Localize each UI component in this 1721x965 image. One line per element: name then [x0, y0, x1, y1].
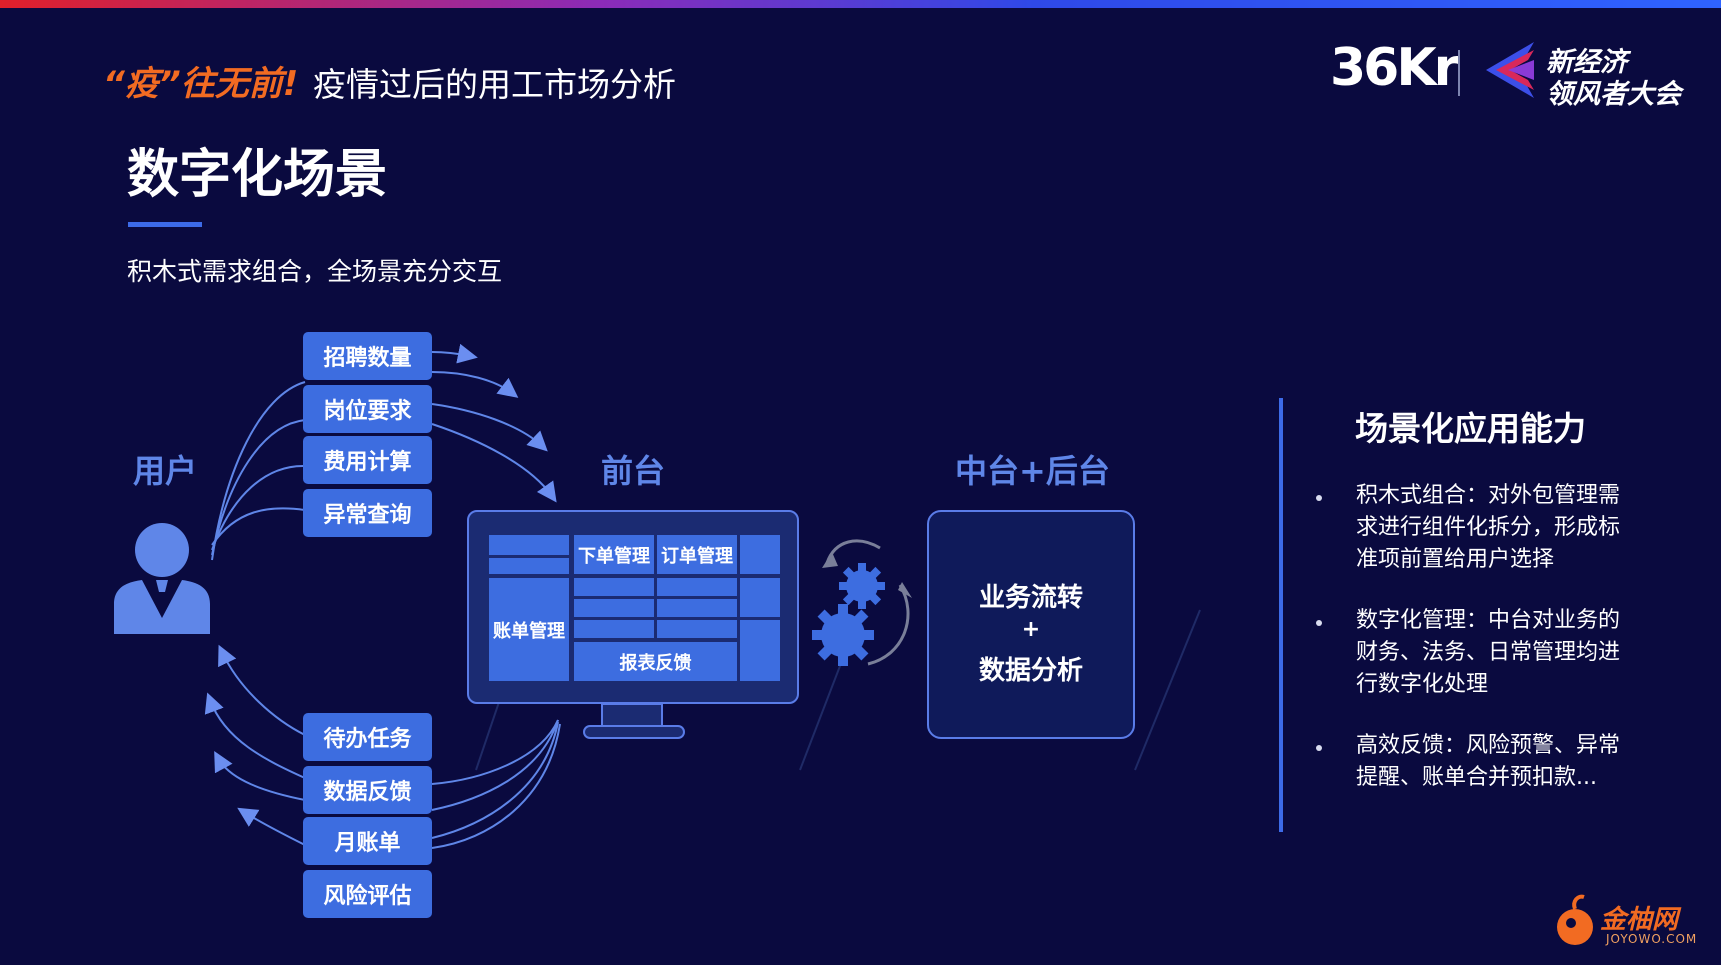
- bullet-dot: [1316, 495, 1322, 501]
- watermark-name: 金柚网: [1600, 905, 1679, 935]
- output-pill-risk-assessment: 风险评估: [303, 870, 432, 918]
- capability-item: 数字化管理：中台对业务的财务、法务、日常管理均进行数字化处理: [1356, 608, 1621, 697]
- event-logo-icon: [1486, 42, 1534, 98]
- screen-block: [574, 599, 654, 617]
- capability-item: 积木式组合：对外包管理需求进行组件化拆分，形成标准项前置给用户选择: [1356, 483, 1621, 572]
- screen-report-feedback: 报表反馈: [574, 642, 737, 681]
- screen-bill-manage: 账单管理: [489, 578, 569, 681]
- input-pill-recruit-count: 招聘数量: [303, 332, 432, 380]
- event-name-line2: 领风者大会: [1546, 79, 1681, 110]
- user-icon: [114, 523, 210, 634]
- backend-plus: +: [1021, 617, 1041, 642]
- event-name-line1: 新经济: [1546, 47, 1627, 78]
- screen-block: [489, 535, 569, 555]
- user-label: 用户: [133, 452, 198, 490]
- screen-block: [740, 578, 780, 617]
- capabilities-heading: 场景化应用能力: [1355, 409, 1586, 448]
- frontend-label: 前台: [601, 452, 666, 490]
- screen-block: [740, 620, 780, 681]
- title-underline: [128, 222, 202, 227]
- panel-divider: [1279, 398, 1283, 832]
- screen-order-manage: 下单管理: [574, 535, 654, 574]
- screen-block: [657, 620, 737, 638]
- subtitle-highlight: “疫”往无前!: [103, 64, 299, 104]
- screen-block: [740, 535, 780, 574]
- tagline: 积木式需求组合，全场景充分交互: [127, 257, 503, 286]
- capability-item: 高效反馈：风险预警、异常提醒、账单合并预扣款...: [1356, 733, 1621, 790]
- input-pill-job-requirements: 岗位要求: [303, 385, 432, 433]
- output-pill-monthly-bill: 月账单: [303, 817, 432, 865]
- output-pill-data-feedback: 数据反馈: [303, 766, 432, 814]
- screen-block: [657, 578, 737, 596]
- bullet-dot: [1316, 620, 1322, 626]
- screen-block: [657, 599, 737, 617]
- backend-label: 中台+后台: [955, 452, 1110, 490]
- brand-logo: 36Kr: [1330, 38, 1459, 98]
- input-pill-cost-calc: 费用计算: [303, 436, 432, 484]
- screen-block: [574, 620, 654, 638]
- logo-divider: [1458, 50, 1460, 96]
- backend-flow-text: 业务流转: [978, 583, 1083, 613]
- screen-block: [574, 578, 654, 596]
- page-title: 数字化场景: [127, 145, 388, 205]
- watermark-url: JOYOWO.COM: [1606, 932, 1698, 946]
- watermark-logo-icon: [1557, 894, 1593, 945]
- subtitle: 疫情过后的用工市场分析: [313, 65, 676, 104]
- screen-block: [489, 558, 569, 574]
- gears-icon: [812, 563, 885, 666]
- output-pill-todo: 待办任务: [303, 713, 432, 761]
- screen-order-list: 订单管理: [657, 535, 737, 574]
- backend-box: [927, 510, 1135, 739]
- top-gradient-bar: [0, 0, 1721, 8]
- bullet-dot: [1316, 745, 1322, 751]
- backend-analysis-text: 数据分析: [978, 656, 1083, 686]
- input-pill-exception-query: 异常查询: [303, 489, 432, 537]
